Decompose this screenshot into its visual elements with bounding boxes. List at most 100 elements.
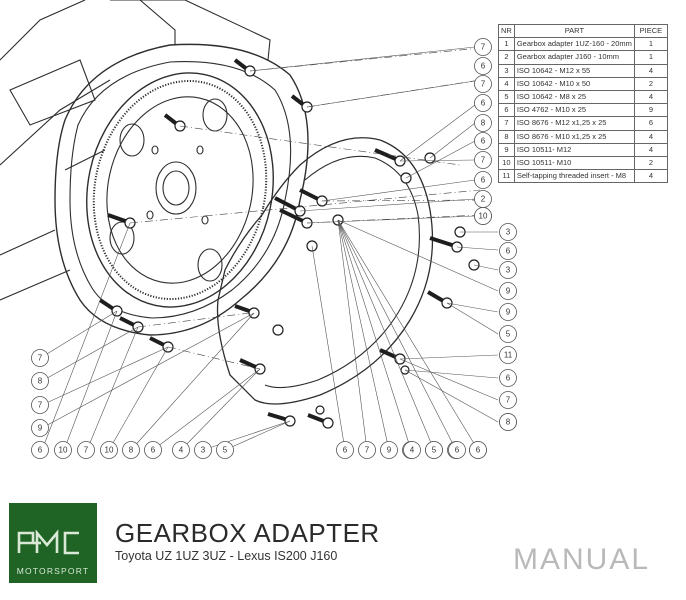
callout-bubble: 7 (474, 75, 492, 93)
pmc-logo-mark (17, 529, 79, 555)
cell-part: ISO 4762 - M10 x 25 (513, 103, 635, 118)
callout-layer (41, 46, 499, 451)
callout-number: 7 (481, 43, 486, 52)
callout-number: 6 (151, 446, 156, 455)
callout-bubble: 7 (31, 349, 49, 367)
header-nr: NR (498, 23, 515, 39)
cell-part: ISO 10511- M12 (513, 142, 635, 158)
callout-bubble: 5 (499, 325, 517, 343)
callout-bubble: 6 (336, 441, 354, 459)
callout-number: 6 (506, 247, 511, 256)
callout-bubble: 7 (499, 391, 517, 409)
callout-number: 5 (223, 446, 228, 455)
cell-piece: 1 (633, 50, 668, 65)
callout-number: 6 (481, 62, 486, 71)
callout-bubble: 8 (474, 114, 492, 132)
callout-bubble: 8 (31, 372, 49, 390)
callout-number: 9 (506, 287, 511, 296)
callout-number: 10 (105, 446, 114, 455)
cell-part: ISO 8676 - M10 x1,25 x 25 (513, 129, 635, 144)
callout-bubble: 4 (403, 441, 421, 459)
callout-number: 6 (343, 446, 348, 455)
cell-nr: 6 (498, 103, 515, 118)
callout-number: 3 (201, 446, 206, 455)
callout-bubble: 10 (100, 441, 118, 459)
callout-bubble: 3 (194, 441, 212, 459)
callout-bubble: 6 (474, 94, 492, 112)
callout-number: 6 (481, 99, 486, 108)
callout-number: 9 (506, 308, 511, 317)
callout-bubble: 6 (499, 242, 517, 260)
callout-bubble: 6 (31, 441, 49, 459)
callout-bubble: 11 (499, 346, 517, 364)
callout-bubble: 6 (474, 57, 492, 75)
cell-piece: 4 (633, 129, 668, 144)
cell-nr: 2 (498, 50, 515, 65)
callout-bubble: 5 (425, 441, 443, 459)
cell-piece: 1 (633, 37, 668, 52)
callout-number: 6 (38, 446, 43, 455)
callout-number: 7 (38, 354, 43, 363)
callout-number: 9 (38, 424, 43, 433)
callout-bubble: 6 (469, 441, 487, 459)
callout-bubble: 6 (448, 441, 466, 459)
callout-number: 7 (365, 446, 370, 455)
callout-number: 6 (481, 176, 486, 185)
logo-text: MOTORSPORT (16, 566, 90, 576)
callout-number: 4 (179, 446, 184, 455)
cell-piece: 9 (633, 103, 668, 118)
cell-part: ISO 10511- M10 (513, 156, 635, 171)
callout-bubble: 3 (499, 223, 517, 241)
cell-part: ISO 8676 - M12 x1,25 x 25 (513, 116, 635, 131)
callout-bubble: 2 (474, 190, 492, 208)
cell-piece: 4 (633, 142, 668, 158)
callout-bubble: 6 (474, 171, 492, 189)
callout-number: 7 (506, 396, 511, 405)
callout-number: 7 (84, 446, 89, 455)
page-title: GEARBOX ADAPTER (115, 518, 380, 548)
callout-bubble: 4 (172, 441, 190, 459)
callout-bubble: 9 (499, 282, 517, 300)
pmc-motorsport-logo: MOTORSPORT (9, 503, 97, 583)
callout-bubble: 9 (31, 419, 49, 437)
callout-bubble: 7 (31, 396, 49, 414)
cell-part: ISO 10642 - M8 x 25 (513, 90, 635, 105)
callout-bubble: 6 (144, 441, 162, 459)
callout-number: 7 (481, 156, 486, 165)
cell-piece: 6 (633, 116, 668, 131)
callout-number: 6 (506, 374, 511, 383)
page-subtitle: Toyota UZ 1UZ 3UZ - Lexus IS200 J160 (115, 549, 338, 563)
header-piece: PIECE (633, 23, 668, 39)
callout-bubble: 7 (77, 441, 95, 459)
header-part: PART (513, 23, 635, 39)
cell-piece: 4 (633, 63, 668, 78)
callout-number: 11 (504, 351, 513, 360)
cell-nr: 7 (498, 116, 515, 131)
callout-bubble: 8 (499, 413, 517, 431)
callout-number: 6 (481, 137, 486, 146)
callout-number: 8 (506, 418, 511, 427)
callout-bubble: 6 (499, 369, 517, 387)
callout-bubble: 7 (474, 151, 492, 169)
callout-number: 5 (432, 446, 437, 455)
callout-number: 8 (129, 446, 134, 455)
callout-number: 5 (506, 330, 511, 339)
callout-bubble: 3 (499, 261, 517, 279)
callout-bubble: 9 (499, 303, 517, 321)
exploded-view-drawing (0, 0, 481, 429)
callout-number: 3 (506, 266, 511, 275)
callout-bubble: 10 (54, 441, 72, 459)
cell-part: ISO 10642 - M12 x 55 (513, 63, 635, 78)
callout-bubble: 6 (474, 132, 492, 150)
callout-number: 7 (38, 401, 43, 410)
